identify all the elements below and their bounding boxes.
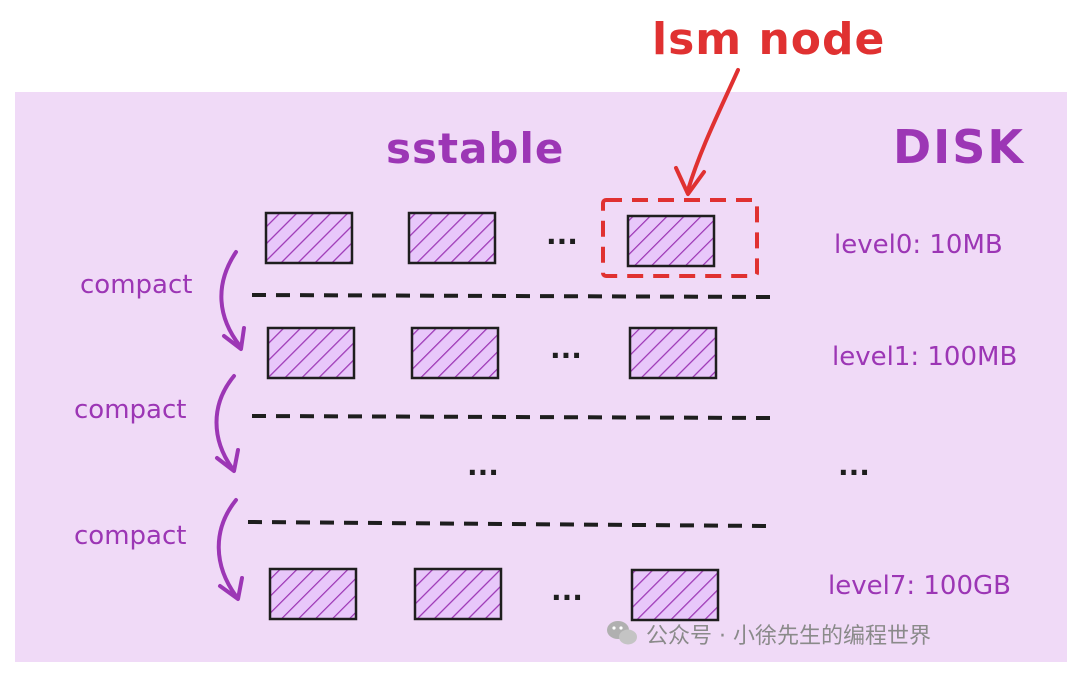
levels-ellipsis: ... bbox=[838, 449, 870, 482]
sstable-box bbox=[407, 211, 497, 265]
compact-label: compact bbox=[80, 270, 193, 300]
wechat-icon bbox=[607, 621, 637, 645]
sstable-box bbox=[628, 326, 718, 380]
level0-label: level0: 10MB bbox=[834, 230, 1003, 260]
arrow-head bbox=[215, 448, 240, 473]
level7-label: level7: 100GB bbox=[828, 571, 1012, 601]
sstable-box bbox=[630, 568, 720, 622]
level-separator bbox=[251, 293, 773, 299]
row-ellipsis: ... bbox=[467, 449, 499, 482]
sstable-box bbox=[626, 214, 716, 268]
compact-arrow bbox=[216, 498, 238, 598]
level1-label: level1: 100MB bbox=[832, 342, 1018, 372]
level0-sstables bbox=[264, 211, 716, 268]
level1-sstables bbox=[266, 326, 718, 380]
sstable-label: sstable bbox=[386, 124, 565, 173]
level7-sstables bbox=[268, 567, 720, 622]
sstable-box bbox=[410, 326, 500, 380]
watermark-text: 公众号 · 小徐先生的编程世界 bbox=[646, 624, 931, 649]
arrow-head bbox=[674, 166, 706, 196]
compact-arrow bbox=[219, 250, 242, 348]
sstable-box bbox=[264, 211, 354, 265]
row-ellipsis: ... bbox=[546, 218, 578, 251]
compact-label: compact bbox=[74, 395, 187, 425]
lsm-node-label: lsm node bbox=[652, 14, 886, 65]
watermark: 公众号 · 小徐先生的编程世界 bbox=[606, 618, 931, 650]
sstable-box bbox=[266, 326, 356, 380]
compact-label: compact bbox=[74, 521, 187, 551]
disk-region bbox=[15, 92, 1067, 662]
row-ellipsis: ... bbox=[550, 332, 582, 365]
compact-arrow bbox=[214, 374, 236, 470]
arrow-head bbox=[222, 326, 246, 351]
arrow-head bbox=[218, 576, 244, 601]
row-ellipsis: ... bbox=[551, 574, 583, 607]
sstable-box bbox=[268, 567, 358, 621]
lsm-node-highlight bbox=[601, 198, 759, 278]
disk-label: DISK bbox=[893, 120, 1026, 174]
sstable-box bbox=[413, 567, 503, 621]
level-separator bbox=[247, 520, 769, 528]
arrow-icon bbox=[686, 68, 740, 192]
